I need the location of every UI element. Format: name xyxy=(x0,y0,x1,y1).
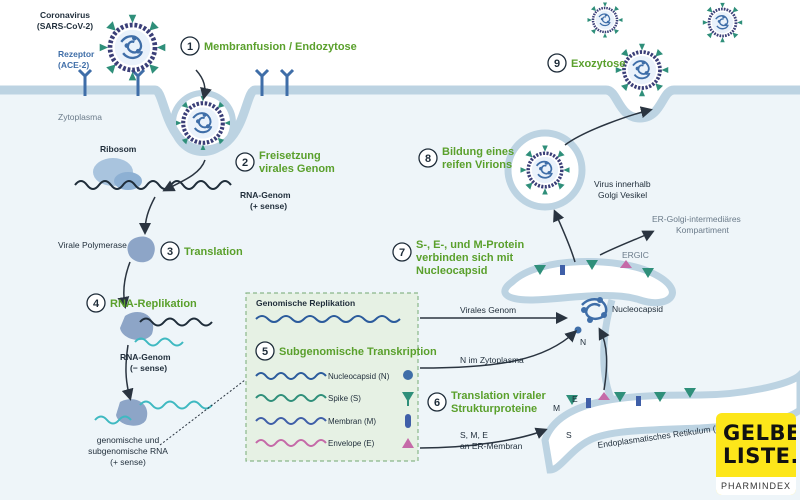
n-im-zytoplasma-label: N im Zytoplasma xyxy=(460,355,524,365)
virus-released-3 xyxy=(701,1,744,44)
nucleocapsid-label: Nucleocapsid xyxy=(612,304,663,314)
er-golgi-line1: ER-Golgi-intermediäres xyxy=(652,214,741,224)
step-8-number: 8 xyxy=(425,153,431,165)
m-letter: M xyxy=(553,403,560,413)
step-5-label: Subgenomische Transkription xyxy=(279,346,437,358)
flow-arrows xyxy=(117,69,655,449)
golgi-line1: Virus innerhalb xyxy=(594,179,651,189)
step-9-label: Exozytose xyxy=(571,58,625,70)
virales-genom-label: Virales Genom xyxy=(460,305,516,315)
step-7-line3: Nucleocapsid xyxy=(416,265,488,277)
viral-polymerase-label: Virale Polymerase xyxy=(58,240,127,250)
rna-genom-minus-label: RNA-Genom xyxy=(120,352,171,362)
genomic-rna-line2: subgenomische RNA xyxy=(88,446,168,456)
step-circles xyxy=(86,36,567,412)
step-1-number: 1 xyxy=(187,41,193,53)
step-3-number: 3 xyxy=(167,246,173,258)
step-9-number: 9 xyxy=(554,58,560,70)
ergic-label: ERGIC xyxy=(622,250,649,260)
ergic-membrane xyxy=(501,258,676,307)
sme-line2: an ER-Membran xyxy=(460,441,523,451)
logo-line2: LISTE. xyxy=(723,444,796,468)
step-4-number: 4 xyxy=(93,298,100,310)
e-letter: E xyxy=(572,394,578,404)
step-2-line2: virales Genom xyxy=(259,163,335,175)
logo-footer: PHARMINDEX xyxy=(716,477,796,495)
legend-spike: Spike (S) xyxy=(328,394,361,403)
step-7-line1: S-, E-, und M-Protein xyxy=(416,239,524,251)
er-proteins xyxy=(566,388,696,408)
ribosom-label: Ribosom xyxy=(100,144,137,154)
virus-outside xyxy=(100,15,166,81)
legend-e-icon xyxy=(402,438,414,448)
sars-label: (SARS-CoV-2) xyxy=(37,21,93,31)
legend-envelope: Envelope (E) xyxy=(328,439,375,448)
legend-s-icon xyxy=(402,392,414,406)
genomic-replication-label: Genomische Replikation xyxy=(256,298,355,308)
s-letter: S xyxy=(566,430,572,440)
ergic-proteins xyxy=(534,260,654,278)
step-6-number: 6 xyxy=(434,397,440,409)
logo-line1: GELBE xyxy=(723,421,796,445)
step-3-label: Translation xyxy=(184,246,243,258)
step-8-line2: reifen Virions xyxy=(442,159,512,171)
step-7-number: 7 xyxy=(399,247,405,259)
ace2-receptors xyxy=(77,68,295,96)
rna-genom-plus-label: RNA-Genom xyxy=(240,190,291,200)
step-6-line2: Strukturproteine xyxy=(451,403,537,415)
virus-released-1 xyxy=(586,1,624,39)
rna-plus-strand xyxy=(74,180,232,190)
step-4-label: RNA-Replikation xyxy=(110,298,197,310)
step-7-line2: verbinden sich mit xyxy=(416,252,514,264)
rna-genom-plus-sense: (+ sense) xyxy=(250,201,287,211)
step-2-line1: Freisetzung xyxy=(259,150,321,162)
n-letter: N xyxy=(580,337,586,347)
gelbe-liste-logo: GELBE LISTE. PHARMINDEX xyxy=(716,413,796,495)
rezeptor-label: Rezeptor xyxy=(58,49,95,59)
polymerase-subgenomic xyxy=(116,399,148,426)
genomic-rna-line1: genomische und xyxy=(97,435,160,445)
step-1-label: Membranfusion / Endozytose xyxy=(204,41,357,53)
step-8-line1: Bildung eines xyxy=(442,146,514,158)
er-golgi-line2: Kompartiment xyxy=(676,225,730,235)
step-2-number: 2 xyxy=(242,157,248,169)
legend-membran: Membran (M) xyxy=(328,417,376,426)
ace2-label: (ACE-2) xyxy=(58,60,89,70)
er-ergic-connection xyxy=(600,298,616,402)
sme-line1: S, M, E xyxy=(460,430,488,440)
genomic-rna-line3: (+ sense) xyxy=(110,457,146,467)
legend-n-icon xyxy=(403,370,413,380)
zytoplasma-label: Zytoplasma xyxy=(58,112,102,122)
step-5-number: 5 xyxy=(262,346,268,358)
legend-m-icon xyxy=(405,414,411,428)
virus-released-2 xyxy=(613,41,671,99)
rna-genom-minus-sense: (− sense) xyxy=(130,363,167,373)
step-6-line1: Translation viraler xyxy=(451,390,546,402)
legend-nucleocapsid: Nucleocapsid (N) xyxy=(328,372,390,381)
golgi-line2: Golgi Vesikel xyxy=(598,190,647,200)
coronavirus-label: Coronavirus xyxy=(40,10,90,20)
viral-polymerase xyxy=(127,236,155,263)
